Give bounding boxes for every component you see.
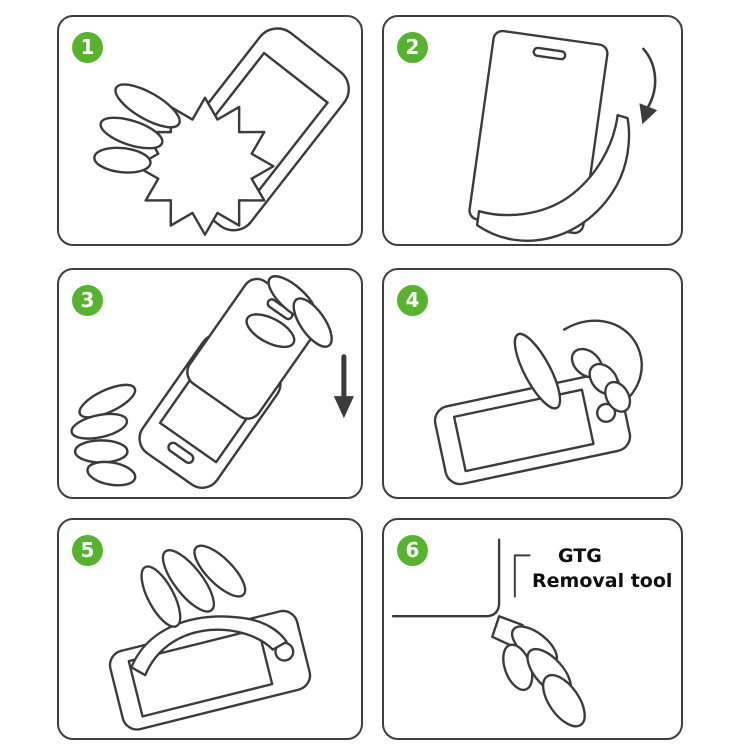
- right-hand-icon: [245, 275, 333, 349]
- label-leader-line: [513, 554, 531, 598]
- step-2-number-badge: 2: [397, 32, 428, 63]
- pinching-hand-icon: [502, 625, 586, 728]
- protector-corner-outline: [391, 538, 501, 618]
- step-1-number-badge: 1: [72, 32, 103, 63]
- screen-protector-outline: [186, 277, 319, 420]
- align-protector-over-phone-icon: [70, 275, 354, 489]
- step-6-number-badge: 6: [397, 535, 428, 566]
- step-panel-2: 2: [382, 15, 683, 246]
- step-3-number-badge: 3: [72, 285, 103, 316]
- smoothing-hand-icon: [140, 544, 247, 628]
- step-panel-4: 4: [382, 268, 683, 499]
- removal-tool-label-line2: Removal tool: [532, 569, 673, 592]
- peel-backing-film-icon: [468, 29, 658, 242]
- step-panel-6: 6 GTG Removal tool: [382, 518, 683, 740]
- peel-arrowhead-icon: [639, 103, 658, 125]
- step-5-number-badge: 5: [72, 535, 103, 566]
- phone-outline: [433, 371, 632, 486]
- use-removal-tool-icon: [391, 538, 586, 728]
- removal-tool-label-line1: GTG: [558, 545, 602, 567]
- applied-film-icon: [130, 615, 288, 677]
- hand-icon: [93, 83, 181, 174]
- smooth-film-onto-phone-icon: [108, 544, 312, 731]
- peeling-film-icon: [475, 113, 631, 242]
- wipe-phone-screen-with-cloth-icon: [93, 27, 350, 236]
- peel-arrow-icon: [642, 47, 657, 110]
- step-4-number-badge: 4: [397, 285, 428, 316]
- left-hand-icon: [70, 383, 137, 487]
- pressing-hand-icon: [513, 319, 643, 413]
- removal-tool-label: GTG Removal tool: [532, 544, 672, 593]
- press-screen-center-icon: [433, 319, 643, 486]
- step-panel-5: 5: [57, 518, 363, 740]
- down-arrow-icon: [333, 354, 354, 419]
- step-panel-1: 1: [57, 15, 363, 246]
- step-panel-3: 3: [57, 268, 363, 499]
